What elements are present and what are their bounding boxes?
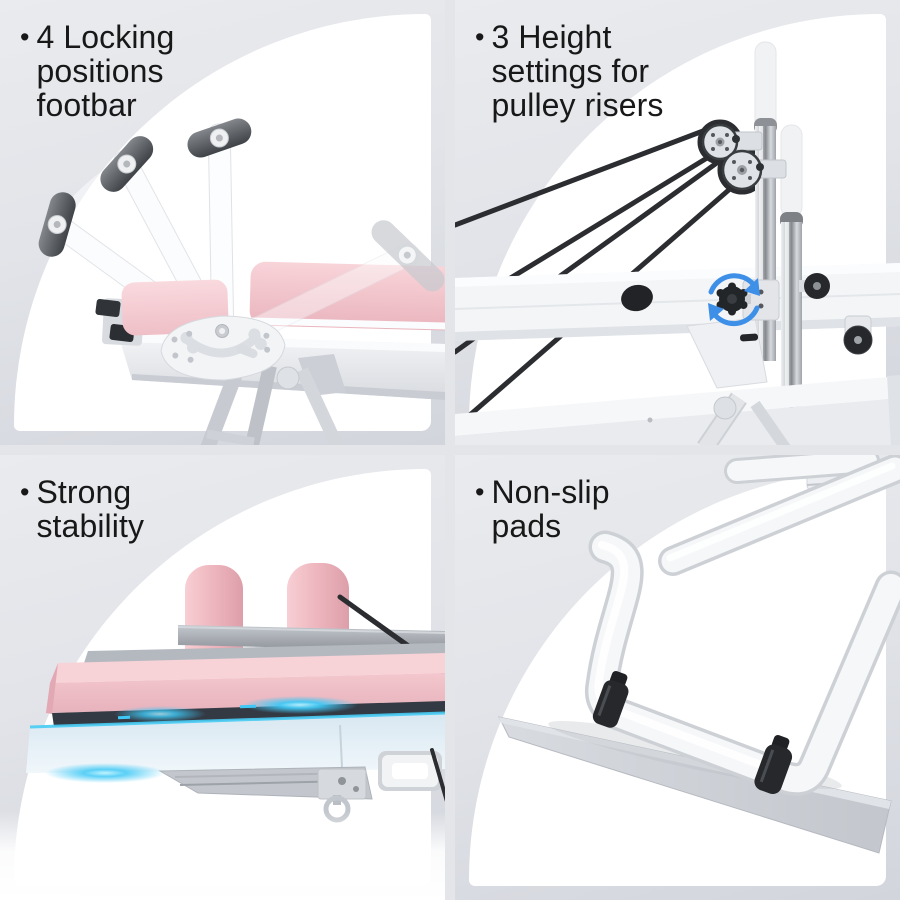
caption-line: footbar [36, 87, 137, 123]
rail-stop-knob [621, 284, 653, 312]
feature-tile-pads: • Non-slip pads [455, 455, 900, 900]
carriage-bench-cushion [249, 261, 445, 331]
bullet-icon: • [475, 477, 485, 507]
feature-tile-pulley-risers: • 3 Height settings for pulley risers [455, 0, 900, 445]
adjustment-knob [716, 282, 751, 316]
lock-handle [740, 333, 759, 342]
caption-lines: Strong stability [36, 475, 144, 543]
feature-caption-footbar: • 4 Locking positions footbar [20, 20, 174, 122]
caption-lines: Non-slip pads [491, 475, 609, 543]
feature-tile-footbar: • 4 Locking positions footbar [0, 0, 445, 445]
locking-quadrant-plate [160, 315, 286, 381]
caption-line: settings for [491, 53, 650, 89]
feature-caption-pulley: • 3 Height settings for pulley risers [475, 20, 663, 122]
feature-caption-stability: • Strong stability [20, 475, 144, 543]
caption-line: 3 Height [491, 19, 612, 55]
caption-line: Strong [36, 474, 132, 510]
caption-line: 4 Locking [36, 19, 175, 55]
white-fade [0, 811, 445, 900]
bullet-icon: • [475, 22, 485, 52]
caption-line: positions [36, 53, 164, 89]
caption-line: pads [491, 508, 562, 544]
pulley-wheel-bottom [721, 149, 787, 191]
lower-frame-rail [455, 375, 900, 445]
frame-rail-lit [26, 711, 445, 773]
stability-illustration [0, 563, 445, 900]
carriage-platform [46, 643, 445, 714]
caption-line: pulley risers [491, 87, 664, 123]
caption-line: stability [36, 508, 145, 544]
non-slip-pad-clip [592, 670, 629, 728]
caster-wheel [843, 315, 873, 355]
transport-wheel [799, 273, 830, 299]
non-slip-pad-illustration [498, 455, 900, 854]
glow-highlight [45, 763, 165, 783]
caption-lines: 4 Locking positions footbar [36, 20, 174, 122]
non-slip-pad-clip [754, 734, 793, 795]
rope-end [430, 748, 445, 802]
glow-highlight [114, 706, 206, 722]
bullet-icon: • [20, 477, 30, 507]
rear-foot-tube [378, 751, 442, 791]
pulley-riser-illustration [455, 41, 900, 445]
caption-line: Non-slip [491, 474, 610, 510]
base-leg-tube [584, 455, 900, 796]
feature-tile-stability: • Strong stability [0, 455, 445, 900]
glow-highlight [242, 696, 358, 714]
folding-leg [697, 392, 791, 445]
footbar-illustration [38, 118, 445, 445]
pulley-wheel-top [701, 123, 763, 161]
feature-caption-pads: • Non-slip pads [475, 475, 610, 543]
rotate-arrow-icon [708, 273, 760, 327]
caption-lines: 3 Height settings for pulley risers [491, 20, 663, 122]
folding-legs [200, 354, 346, 445]
gusset-plate [686, 317, 768, 389]
gear-knob [95, 298, 121, 318]
bullet-icon: • [20, 22, 30, 52]
upper-frame-rail [455, 263, 900, 341]
